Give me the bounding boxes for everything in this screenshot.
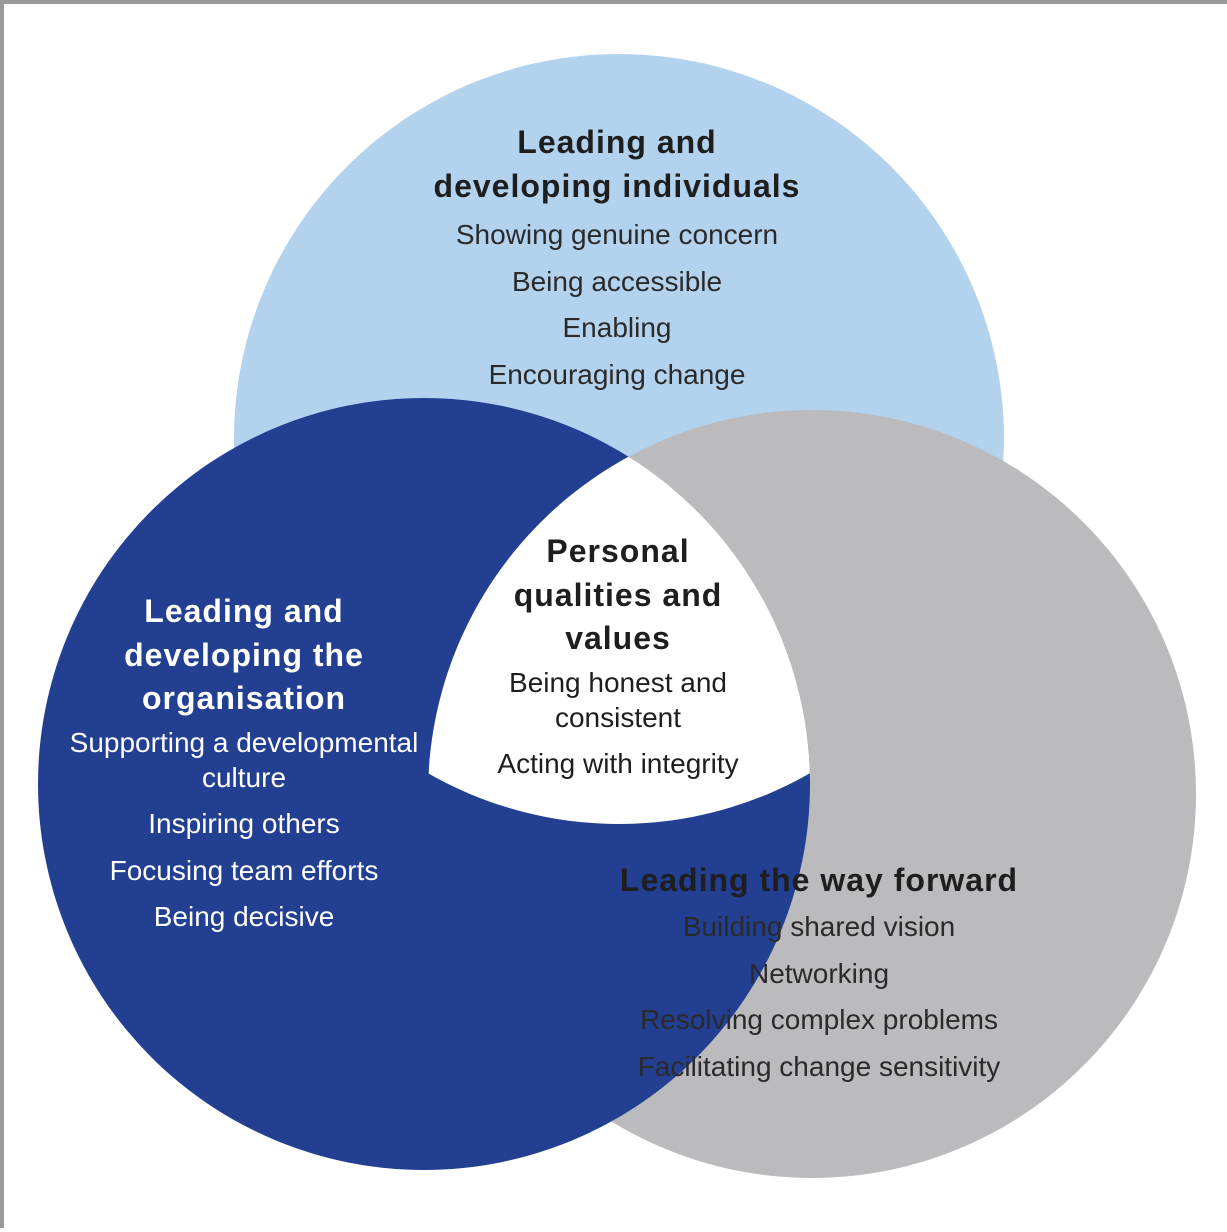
center-list: Being honest and consistent Acting with … bbox=[459, 665, 777, 782]
list-item: Facilitating change sensitivity bbox=[637, 1050, 1001, 1082]
list-item: Inspiring others bbox=[148, 808, 340, 839]
list-item: Showing genuine concern bbox=[455, 219, 779, 250]
individuals-title-line2: developing individuals bbox=[433, 168, 801, 204]
center-intersection-region bbox=[428, 410, 810, 824]
list-item: Enabling bbox=[562, 312, 672, 343]
center-title-line3: values bbox=[565, 620, 671, 656]
list-item: Encouraging change bbox=[488, 358, 746, 390]
organisation-list: Supporting a developmental culture Inspi… bbox=[64, 725, 424, 935]
list-item: Being decisive bbox=[153, 901, 335, 932]
list-item: Focusing team efforts bbox=[109, 854, 379, 886]
individuals-list: Showing genuine concern Being accessible… bbox=[384, 212, 850, 398]
organisation-title-line1: Leading and bbox=[144, 593, 344, 629]
list-item: Building shared vision bbox=[682, 911, 956, 942]
forward-list: Building shared vision Networking Resolv… bbox=[564, 904, 1074, 1090]
center-title-line2: qualities and bbox=[513, 576, 723, 613]
forward-title: Leading the way forward bbox=[619, 862, 1019, 898]
organisation-title-line2: developing the bbox=[124, 636, 364, 673]
venn-diagram bbox=[38, 54, 1196, 1178]
individuals-title-line1: Leading and bbox=[517, 124, 717, 160]
list-item: Supporting a developmental culture bbox=[69, 726, 419, 793]
list-item: Acting with integrity bbox=[497, 748, 739, 779]
forward-text-block: Leading the way forward Building shared … bbox=[564, 858, 1074, 1090]
organisation-title-line3: organisation bbox=[141, 680, 346, 716]
list-item: Networking bbox=[748, 957, 890, 989]
individuals-text-block: Leading and developing individuals Showi… bbox=[384, 120, 850, 398]
center-text-block: Personal qualities and values Being hone… bbox=[459, 530, 777, 781]
list-item: Being accessible bbox=[511, 265, 723, 297]
list-item: Being honest and consistent bbox=[509, 666, 727, 733]
organisation-text-block: Leading and developing the organisation … bbox=[64, 590, 424, 934]
center-title-line1: Personal bbox=[546, 533, 690, 569]
list-item: Resolving complex problems bbox=[640, 1004, 998, 1035]
